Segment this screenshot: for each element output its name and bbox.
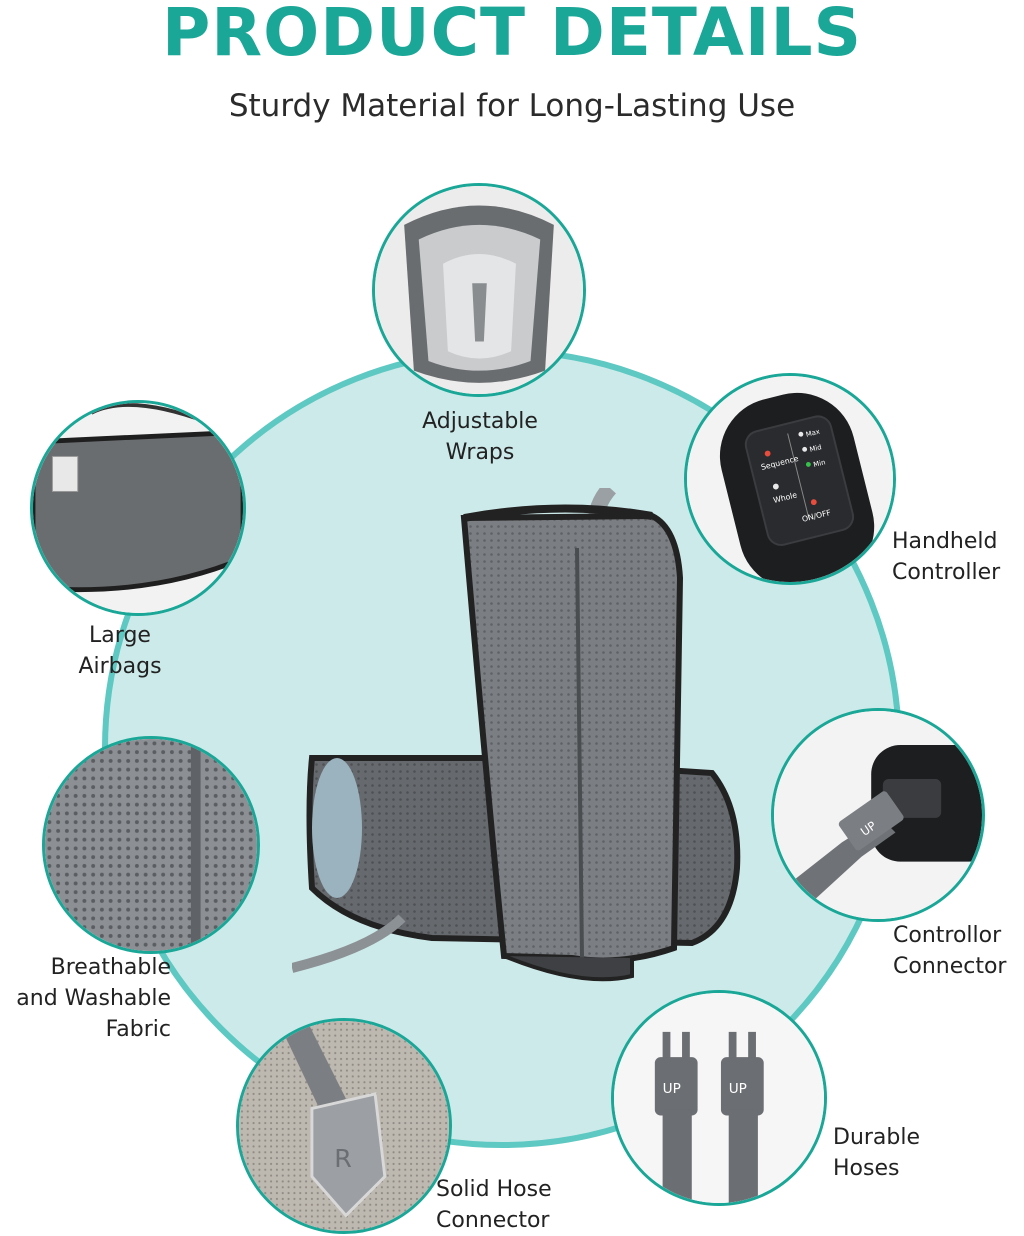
controller-mid-text: Mid [809,443,823,454]
label-durable-hoses: Durable Hoses [833,1125,921,1181]
page-subtitle: Sturdy Material for Long-Lasting Use [228,88,796,124]
feature-durable-hoses-image: UP UP [611,990,827,1206]
label-breathable-fabric: Breathable and Washable Fabric [16,955,171,1042]
connector-r-text: R [334,1144,352,1173]
hose-right-up-text: UP [729,1081,747,1097]
controller-max-text: Max [805,428,821,439]
feature-adjustable-wraps-image [372,183,586,397]
controller-min-text: Min [813,458,827,469]
label-controllor-connector: Controllor Connector [893,923,1007,979]
feature-solid-hose-connector-image: R [236,1018,452,1234]
product-leg-wraps-image [292,488,752,993]
page-title: PRODUCT DETAILS [161,0,863,71]
hose-left-up-text: UP [663,1081,681,1097]
label-solid-hose-connector: Solid Hose Connector [436,1177,552,1233]
label-adjustable-wraps: Adjustable Wraps [422,409,538,465]
label-handheld-controller: Handheld Controller [892,529,1001,585]
label-large-airbags: Large Airbags [78,623,162,679]
feature-handheld-controller-image: Sequence Whole Max Mid Min ON/OFF [684,373,896,585]
feature-breathable-fabric-image [42,736,260,954]
feature-controllor-connector-image: UP [771,708,985,922]
feature-large-airbags-image [30,400,246,616]
